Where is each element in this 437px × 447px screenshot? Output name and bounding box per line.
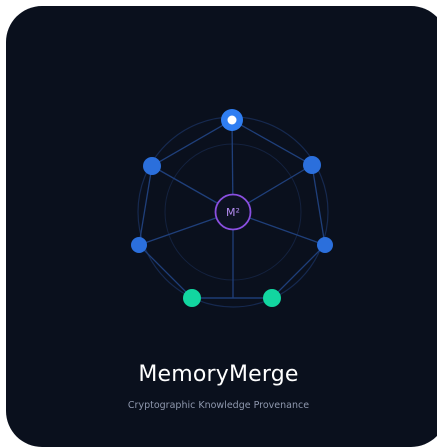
node-lower-left bbox=[131, 237, 147, 253]
hub-label: M² bbox=[226, 206, 240, 219]
node-upper-left bbox=[143, 157, 161, 175]
node-top-highlight bbox=[227, 115, 237, 125]
app-subtitle: Cryptographic Knowledge Provenance bbox=[127, 400, 310, 411]
perimeter-lines bbox=[138, 119, 326, 299]
network-logo: M² bbox=[131, 109, 333, 308]
node-bottom-left bbox=[183, 289, 201, 307]
app-title: MemoryMerge bbox=[138, 362, 299, 387]
node-bottom-right bbox=[263, 289, 281, 307]
node-upper-right bbox=[303, 156, 321, 174]
hub-node bbox=[214, 193, 252, 231]
node-lower-right bbox=[317, 237, 333, 253]
app-card: M² bbox=[6, 6, 437, 447]
